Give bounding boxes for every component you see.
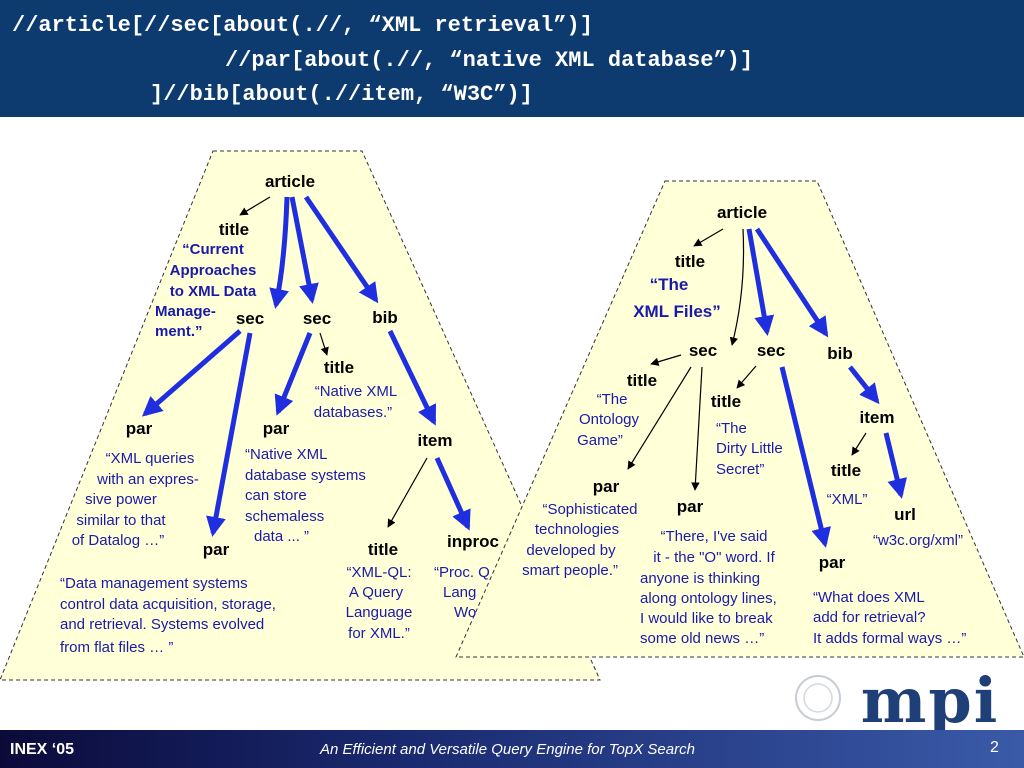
- tree2-sec1-title-node: title: [627, 371, 657, 390]
- tree1-par2-text-5: data ... ”: [254, 528, 309, 545]
- tree1-title-node: title: [219, 220, 249, 239]
- tree1-bib-node: bib: [372, 308, 398, 327]
- xml-trees-diagram: article title “Current Approaches to XML…: [0, 150, 1024, 730]
- tree2-url-node: url: [894, 505, 916, 524]
- mpi-logo: mpi: [795, 664, 1000, 730]
- tree2-item-title-text: “XML”: [827, 491, 868, 508]
- tree2-labels: article title “The XML Files” sec sec bi…: [522, 203, 966, 647]
- tree1-par3-text-4: from flat files … ”: [60, 639, 173, 656]
- tree1-par1-text-1: “XML queries: [106, 450, 195, 467]
- tree2-area: [455, 180, 1024, 658]
- tree1-title-text-5: ment.”: [155, 323, 203, 340]
- tree1-par3-text-1: “Data management systems: [60, 575, 248, 592]
- tree2-sec2-title-text-1: “The: [716, 420, 747, 437]
- tree2-sec2-title-text-2: Dirty Little: [716, 440, 783, 457]
- tree2-par1-text-2: technologies: [535, 521, 619, 538]
- tree2-bib-node: bib: [827, 344, 853, 363]
- tree1-item-title-node: title: [368, 540, 398, 559]
- tree2-item-title-node: title: [831, 461, 861, 480]
- tree1-par1-node: par: [126, 419, 153, 438]
- tree1-item-title-text-4: for XML.”: [348, 625, 410, 642]
- tree1-area: [0, 150, 601, 681]
- tree1-sec2-title-node: title: [324, 358, 354, 377]
- tree1-item-title-text-1: “XML-QL:: [346, 564, 411, 581]
- tree1-article-node: article: [265, 172, 315, 191]
- tree2-url-text: “w3c.org/xml”: [873, 532, 963, 549]
- tree2-par1-node: par: [593, 477, 620, 496]
- tree2-article-node: article: [717, 203, 767, 222]
- tree1-par2-text-3: can store: [245, 487, 307, 504]
- tree1-par3-text-2: control data acquisition, storage,: [60, 596, 276, 613]
- tree2-title-node: title: [675, 252, 705, 271]
- tree2-par3-text-2: add for retrieval?: [813, 609, 926, 626]
- tree1-edges: [141, 195, 471, 537]
- tree1-par3-node: par: [203, 540, 230, 559]
- tree2-sec1-node: sec: [689, 341, 717, 360]
- tree1-sec1-node: sec: [236, 309, 264, 328]
- tree2-edges: [627, 227, 907, 548]
- tree2-par2-node: par: [677, 497, 704, 516]
- tree1-inproc-text-3: Wo: [454, 604, 476, 621]
- query-line-3: ]//bib[about(.//item, “W3C”)]: [150, 82, 533, 107]
- tree1-labels: article title “Current Approaches to XML…: [60, 172, 499, 656]
- tree1-sec2-node: sec: [303, 309, 331, 328]
- tree2-par2-text-3: anyone is thinking: [640, 570, 760, 587]
- tree2-par2-text-6: some old news …”: [640, 630, 764, 647]
- tree2-par1-text-1: “Sophisticated: [542, 501, 637, 518]
- footer-bar: INEX ‘05 An Efficient and Versatile Quer…: [0, 730, 1024, 768]
- tree1-title-text-2: Approaches: [170, 262, 257, 279]
- tree1-sec2-title-text-1: “Native XML: [315, 383, 398, 400]
- tree1-par1-text-3: sive power: [85, 491, 157, 508]
- tree1-par1-text-2: with an expres-: [96, 471, 199, 488]
- tree1-par2-node: par: [263, 419, 290, 438]
- tree2-par2-text-4: along ontology lines,: [640, 590, 777, 607]
- tree1-item-node: item: [418, 431, 453, 450]
- tree2-par2-text-5: I would like to break: [640, 610, 773, 627]
- footer-conference: INEX ‘05: [10, 741, 75, 758]
- tree2-par3-text-1: “What does XML: [813, 589, 925, 606]
- tree1-item-title-text-3: Language: [346, 604, 413, 621]
- tree2-par2-text-2: it - the "O" word. If: [653, 549, 775, 566]
- tree1-inproc-node: inproc: [447, 532, 499, 551]
- tree2-sec1-title-text-1: “The: [597, 391, 628, 408]
- tree2-title-text-2: XML Files”: [633, 302, 721, 321]
- tree2-par3-node: par: [819, 553, 846, 572]
- mpg-seal-icon: [795, 675, 841, 721]
- tree1-sec2-title-text-2: databases.”: [314, 404, 392, 421]
- tree2-sec1-title-text-3: Game”: [577, 432, 623, 449]
- tree1-par1-text-5: of Datalog …”: [72, 532, 165, 549]
- slide-number: 2: [990, 739, 999, 756]
- tree2-par1-text-4: smart people.”: [522, 562, 618, 579]
- tree2-title-text-1: “The: [650, 275, 689, 294]
- tree2-par1-text-3: developed by: [526, 542, 616, 559]
- mpi-logo-text: mpi: [861, 664, 1000, 730]
- tree2-sec2-title-node: title: [711, 392, 741, 411]
- tree1-title-text-4: Manage-: [155, 303, 216, 320]
- footer-title: An Efficient and Versatile Query Engine …: [320, 741, 695, 758]
- tree2-sec2-title-text-3: Secret”: [716, 461, 764, 478]
- tree1-par2-text-1: “Native XML: [245, 446, 328, 463]
- tree1-par2-text-4: schemaless: [245, 508, 324, 525]
- tree1-par1-text-4: similar to that: [76, 512, 166, 529]
- tree1-item-title-text-2: A Query: [349, 584, 404, 601]
- query-header: //article[//sec[about(.//, “XML retrieva…: [0, 0, 1024, 117]
- tree1-inproc-text-1: “Proc. Q: [434, 564, 490, 581]
- tree1-title-text-1: “Current: [182, 241, 244, 258]
- tree2-sec2-node: sec: [757, 341, 785, 360]
- tree1-inproc-text-2: Lang: [443, 584, 476, 601]
- tree2-par2-text-1: “There, I've said: [660, 528, 767, 545]
- tree1-par2-text-2: database systems: [245, 467, 366, 484]
- query-line-2: //par[about(.//, “native XML database”)]: [225, 48, 754, 73]
- tree1-par3-text-3: and retrieval. Systems evolved: [60, 616, 264, 633]
- tree2-sec1-title-text-2: Ontology: [579, 411, 640, 428]
- tree2-par3-text-3: It adds formal ways …”: [813, 630, 966, 647]
- tree2-item-node: item: [860, 408, 895, 427]
- tree1-title-text-3: to XML Data: [170, 283, 257, 300]
- query-line-1: //article[//sec[about(.//, “XML retrieva…: [12, 13, 593, 38]
